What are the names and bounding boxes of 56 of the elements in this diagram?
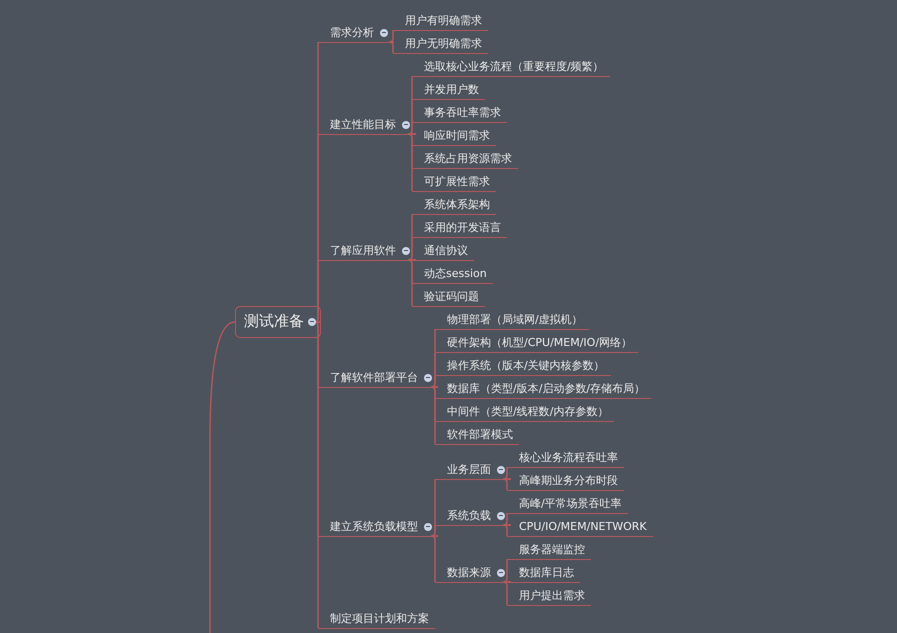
topic-text: 中间件（类型/线程数/内存参数） bbox=[447, 405, 608, 418]
topic-text: 核心业务流程吞吐率 bbox=[519, 451, 618, 464]
root-topic bbox=[235, 306, 321, 338]
topic-text: 通信协议 bbox=[424, 244, 468, 257]
branch-line bbox=[430, 535, 438, 582]
root-topic-text: 测试准备 bbox=[244, 312, 304, 330]
topic-text: 建立系统负载模型 bbox=[330, 520, 418, 533]
topic-text: 并发用户数 bbox=[424, 83, 479, 96]
topic-text: 数据来源 bbox=[447, 566, 491, 579]
topic-text: 用户有明确需求 bbox=[405, 14, 482, 27]
topic-text: 采用的开发语言 bbox=[424, 221, 501, 234]
topic-text: 高峰期业务分布时段 bbox=[519, 474, 618, 487]
topic-text: 系统负载 bbox=[447, 509, 491, 522]
branch-line bbox=[388, 41, 394, 53]
branch-line bbox=[430, 386, 438, 444]
topic-text: 响应时间需求 bbox=[424, 129, 490, 142]
topic-text: 选取核心业务流程（重要程度/频繁） bbox=[424, 60, 604, 73]
topic-text: 制定项目计划和方案 bbox=[330, 612, 429, 625]
topic-text: CPU/IO/MEM/NETWORK bbox=[519, 520, 647, 533]
topic-text: 物理部署（局域网/虚拟机） bbox=[447, 313, 583, 326]
topic-text: 动态session bbox=[424, 267, 487, 280]
branch-line bbox=[502, 559, 511, 583]
branch-line bbox=[388, 30, 394, 43]
branch-line bbox=[209, 321, 236, 633]
branch-line bbox=[313, 260, 321, 323]
topic-text: 业务层面 bbox=[447, 463, 491, 476]
branch-line bbox=[407, 133, 416, 191]
topic-text: 操作系统（版本/关键内核参数） bbox=[447, 359, 605, 372]
topic-text: 硬件架构（机型/CPU/MEM/IO/网络） bbox=[447, 336, 632, 349]
branch-line bbox=[313, 321, 321, 628]
topic-text: 需求分析 bbox=[330, 26, 374, 39]
branch-line bbox=[502, 513, 511, 526]
topic-text: 用户提出需求 bbox=[519, 589, 585, 602]
branch-line bbox=[502, 478, 511, 490]
branch-line bbox=[407, 122, 416, 135]
branch-line bbox=[430, 525, 438, 537]
branch-line bbox=[407, 237, 416, 261]
topic-text: 软件部署模式 bbox=[447, 428, 513, 441]
topic-text: 可扩展性需求 bbox=[424, 175, 490, 188]
topic-text: 验证码问题 bbox=[424, 290, 479, 303]
topic-text: 事务吞吐率需求 bbox=[424, 106, 501, 119]
topic-text: 数据库（类型/版本/启动参数/存储布局） bbox=[447, 382, 646, 395]
topic-text: 系统占用资源需求 bbox=[424, 152, 512, 165]
branch-line bbox=[407, 259, 416, 306]
branch-line bbox=[502, 524, 511, 536]
topic-text: 高峰/平常场景吞吐率 bbox=[519, 497, 622, 510]
topic-text: 用户无明确需求 bbox=[405, 37, 482, 50]
branch-line bbox=[430, 375, 438, 388]
topic-text: 了解软件部署平台 bbox=[330, 371, 418, 384]
topic-text: 建立性能目标 bbox=[330, 118, 396, 131]
topic-text: 系统体系架构 bbox=[424, 198, 490, 211]
branch-line bbox=[502, 581, 511, 605]
topic-text: 数据库日志 bbox=[519, 566, 574, 579]
topic-text: 服务器端监控 bbox=[519, 543, 585, 556]
branch-line bbox=[502, 467, 511, 480]
topic-text: 了解应用软件 bbox=[330, 244, 396, 257]
